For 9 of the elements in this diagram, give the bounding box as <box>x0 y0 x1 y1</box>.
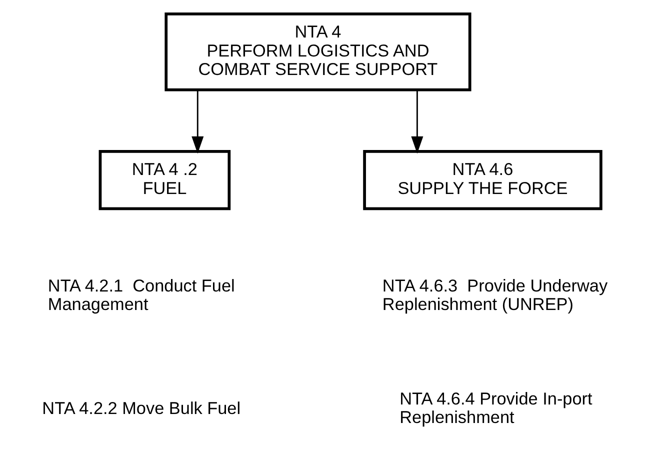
label: NTA 4.2.2 Move Bulk Fuel <box>42 398 240 418</box>
node-box: NTA 4 PERFORM LOGISTICS AND COMBAT SERVICE SUPPORT <box>164 12 471 92</box>
label: NTA 4.2.1 Conduct Fuel Management <box>47 275 234 314</box>
arrow <box>191 90 204 154</box>
arrow <box>410 90 423 154</box>
label: NTA 4.6.4 Provide In-port Replenishment <box>399 388 592 428</box>
node-box: NTA 4 .2 FUEL <box>98 150 230 210</box>
label: NTA 4.6.3 Provide Underway Replenishment (UNREP) <box>382 275 608 314</box>
node-box: NTA 4.6 SUPPLY THE FORCE <box>362 150 602 210</box>
